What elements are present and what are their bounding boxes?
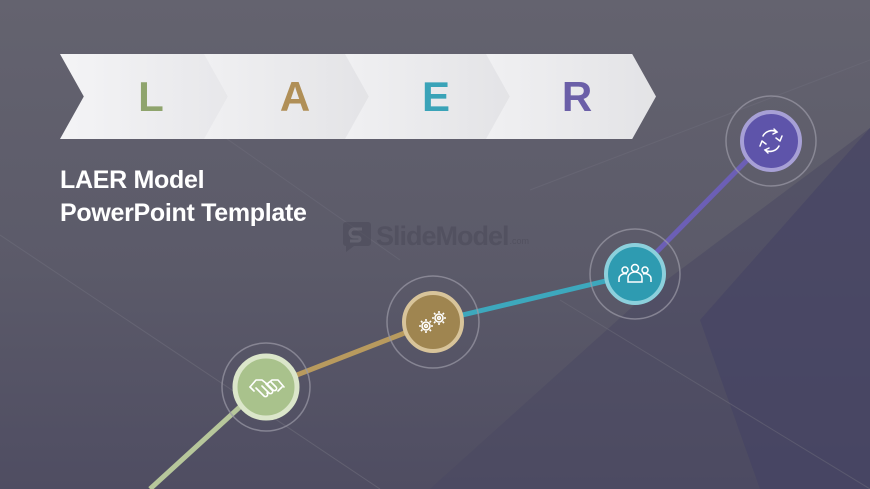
node-e: [589, 228, 681, 320]
watermark-suffix: .com: [509, 236, 530, 246]
people-icon: [618, 263, 652, 283]
chevron-r: R: [486, 54, 656, 139]
node-a: [386, 275, 480, 369]
cycle-arrows-icon: [759, 128, 783, 154]
chevron-e: E: [345, 54, 515, 139]
letter-l: L: [138, 72, 164, 120]
segment-start: [148, 403, 244, 489]
slidemodel-logo-icon: [343, 222, 371, 252]
slide-title: LAER Model PowerPoint Template: [60, 164, 307, 230]
gears-icon: [419, 311, 446, 333]
segment-a-e: [432, 271, 636, 325]
watermark: SlideModel .com: [338, 220, 529, 252]
title-line-2: PowerPoint Template: [60, 199, 307, 227]
chevron-a: A: [204, 54, 374, 139]
letter-a: A: [279, 72, 311, 120]
title-line-1: LAER Model: [60, 166, 205, 194]
node-l: [221, 342, 311, 432]
handshake-icon: [249, 379, 285, 398]
watermark-name: SlideModel: [376, 220, 510, 251]
chevron-l: L: [60, 54, 230, 139]
node-r: [725, 95, 817, 187]
letter-r: R: [561, 72, 593, 120]
letter-e: E: [421, 72, 450, 120]
